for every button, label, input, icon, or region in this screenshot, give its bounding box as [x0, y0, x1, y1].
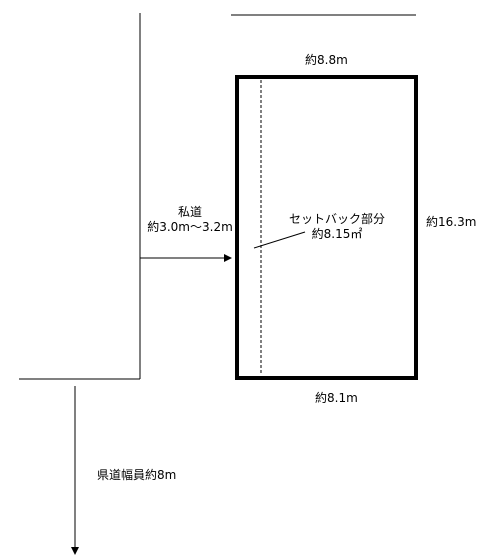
- top-width-label: 約8.8m: [305, 53, 348, 67]
- private-road-width: 約3.0m～3.2m: [147, 220, 233, 234]
- right-depth-label: 約16.3m: [426, 215, 477, 229]
- setback-title: セットバック部分: [288, 212, 385, 226]
- prefectural-road-label: 県道幅員約8m: [97, 468, 177, 482]
- setback-label: セットバック部分 約8.15㎡: [284, 212, 390, 242]
- lot-outline: [235, 75, 418, 380]
- bottom-width-label: 約8.1m: [315, 391, 358, 405]
- private-road-label: 私道 約3.0m～3.2m: [138, 205, 242, 235]
- setback-area: 約8.15㎡: [311, 227, 363, 241]
- private-road-title: 私道: [177, 205, 202, 219]
- setback-leader-line: [253, 231, 306, 249]
